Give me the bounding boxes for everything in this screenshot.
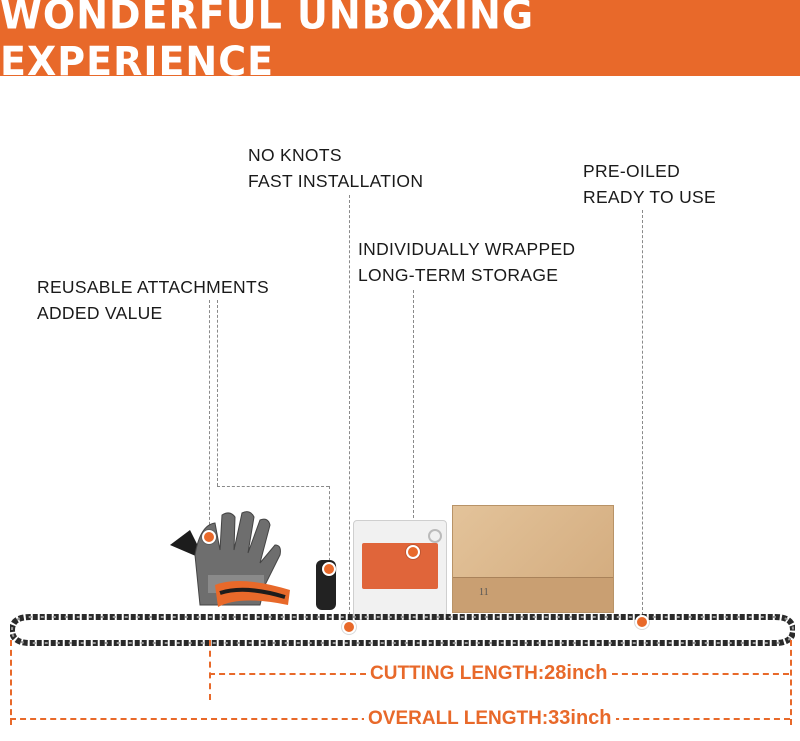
marker-wrapped — [406, 545, 420, 559]
product-box-image: 11 — [452, 505, 614, 613]
callout-no-knots-line1: NO KNOTS — [248, 145, 342, 165]
banner-title: WONDERFUL UNBOXING EXPERIENCE — [0, 0, 535, 85]
cutting-length-key: CUTTING LENGTH: — [370, 663, 545, 684]
saw-chain-image — [10, 614, 795, 646]
callout-pre-oiled-line1: PRE-OILED — [583, 161, 681, 181]
leader-wrapped — [413, 290, 414, 548]
callout-no-knots-line2: FAST INSTALLATION — [248, 171, 424, 191]
callout-wrapped-line2: LONG-TERM STORAGE — [358, 265, 559, 285]
leader-attachments-horizontal — [217, 486, 329, 487]
callout-attachments-line1: REUSABLE ATTACHMENTS — [37, 277, 269, 297]
callout-attachments: REUSABLE ATTACHMENTS ADDED VALUE — [37, 274, 269, 326]
box-front: 11 — [453, 577, 613, 612]
leader-pre-oiled — [642, 210, 643, 620]
overall-length-left-tick — [10, 640, 12, 725]
callout-pre-oiled: PRE-OILED READY TO USE — [583, 158, 716, 210]
leader-attachments-strap — [329, 486, 330, 566]
wrapped-pouch-image — [353, 520, 447, 620]
leader-attachments-left — [209, 300, 210, 535]
overall-length-value: 33inch — [548, 707, 612, 729]
cutting-length-left-tick — [209, 640, 211, 700]
overall-length-right-tick — [790, 640, 792, 725]
leader-no-knots — [349, 195, 350, 625]
callout-attachments-line2: ADDED VALUE — [37, 303, 163, 323]
box-top — [453, 506, 613, 578]
overall-length-label: OVERALL LENGTH:33inch — [364, 707, 616, 730]
marker-pre-oiled — [635, 615, 649, 629]
marker-no-knots — [342, 620, 356, 634]
callout-wrapped-line1: INDIVIDUALLY WRAPPED — [358, 239, 576, 259]
leader-attachments-inner — [217, 300, 218, 486]
cutting-length-value: 28inch — [544, 662, 608, 684]
marker-strap — [322, 562, 336, 576]
box-number: 11 — [479, 587, 489, 598]
header-banner: WONDERFUL UNBOXING EXPERIENCE — [0, 0, 800, 84]
pouch-hang-hole — [428, 529, 442, 543]
pouch-label — [362, 543, 438, 589]
callout-no-knots: NO KNOTS FAST INSTALLATION — [248, 142, 423, 194]
gloves-image — [170, 511, 290, 607]
callout-wrapped: INDIVIDUALLY WRAPPED LONG-TERM STORAGE — [358, 236, 575, 288]
callout-pre-oiled-line2: READY TO USE — [583, 187, 716, 207]
marker-attachments — [202, 530, 216, 544]
cutting-length-label: CUTTING LENGTH:28inch — [366, 662, 612, 685]
overall-length-key: OVERALL LENGTH: — [368, 708, 549, 729]
